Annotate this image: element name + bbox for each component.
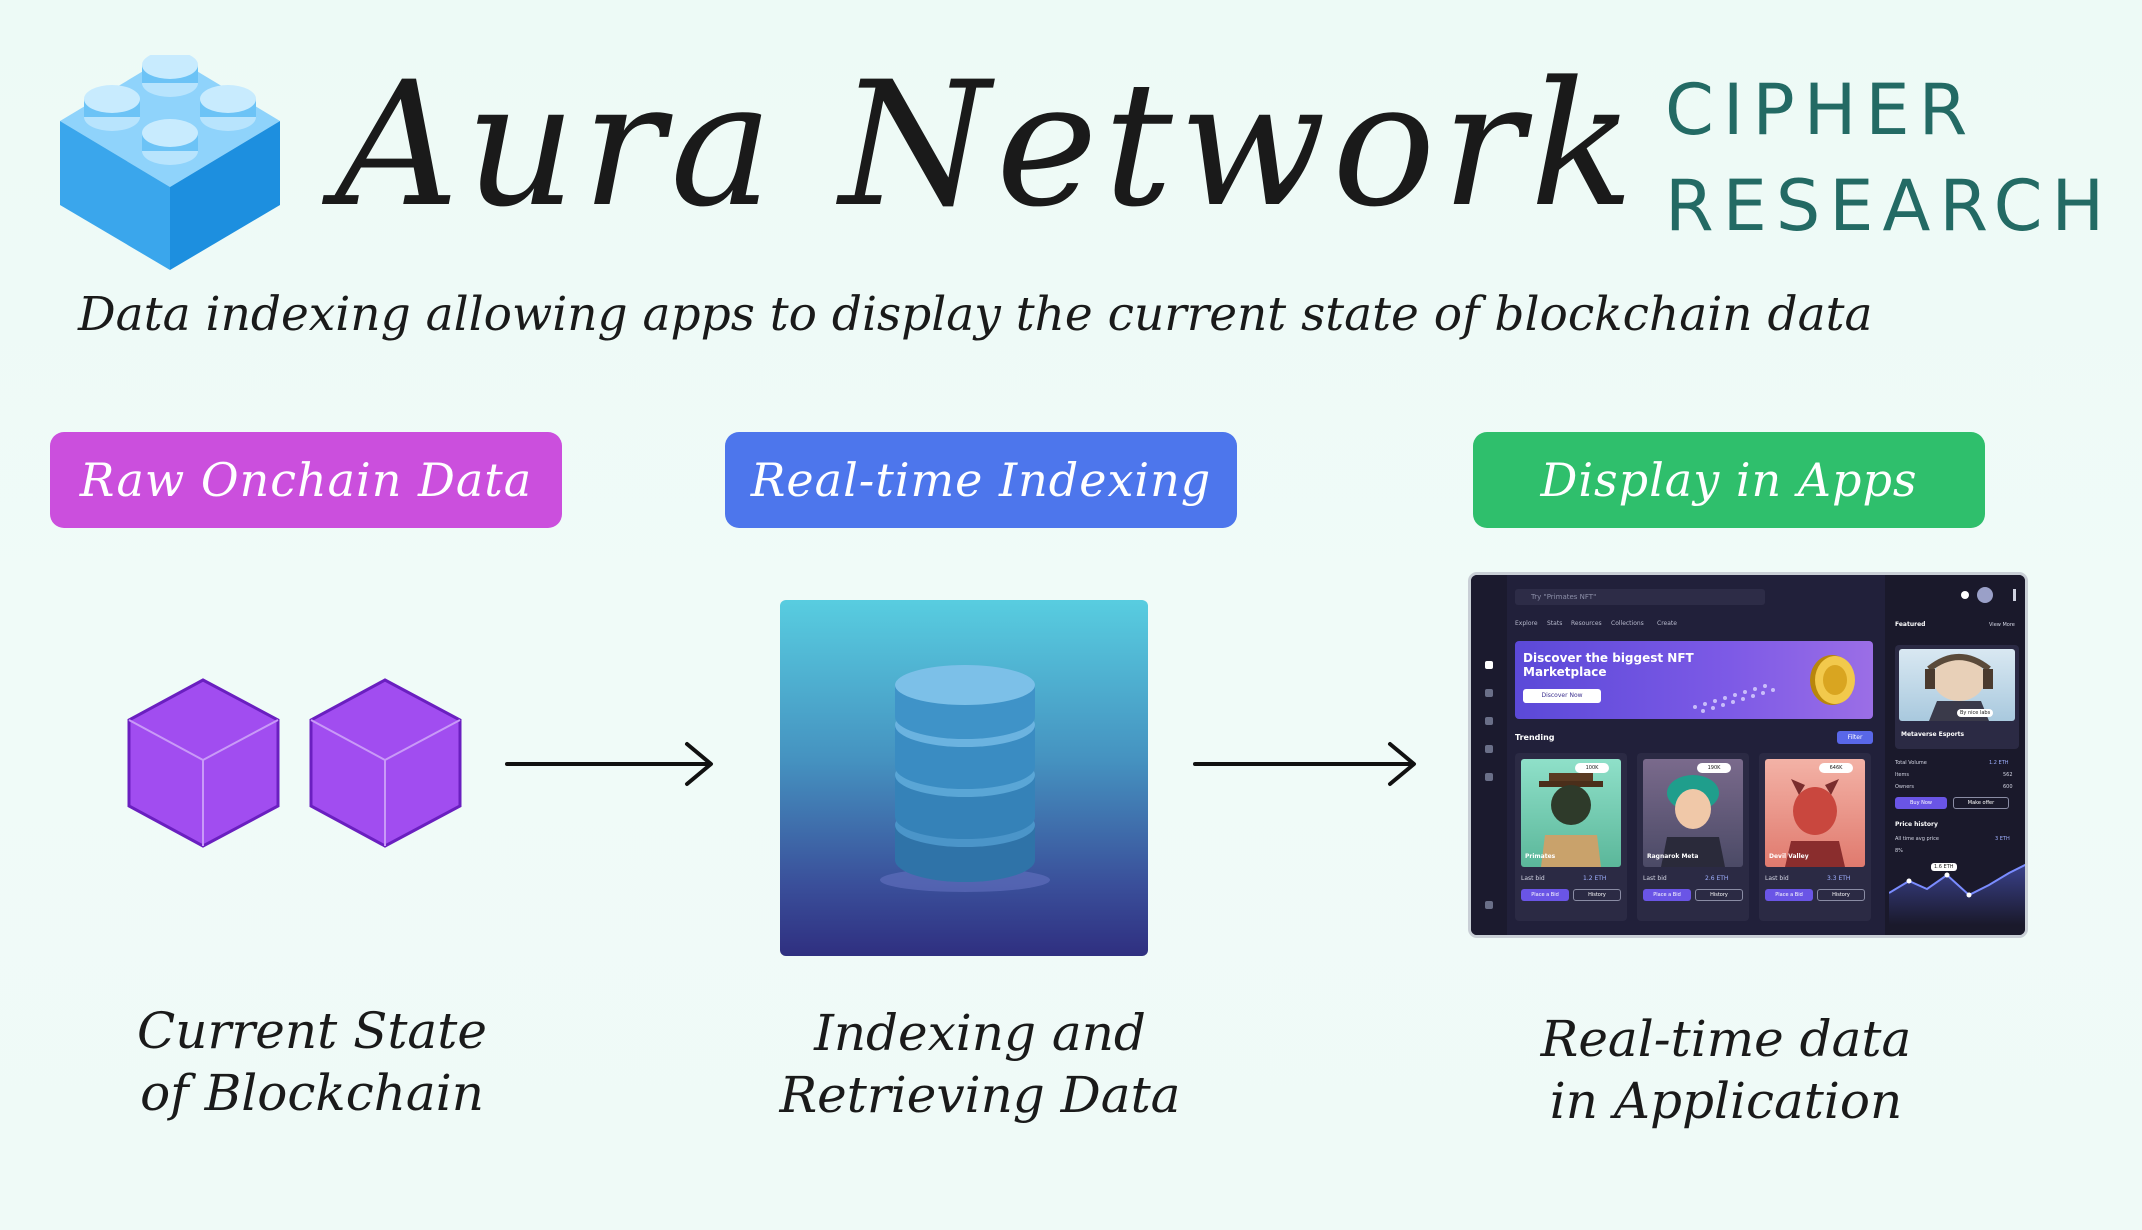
featured-creator: By nice labs bbox=[1957, 709, 1994, 717]
total-volume-value: 1.2 ETH bbox=[1989, 760, 2009, 766]
cube-icon bbox=[309, 678, 462, 848]
page-title: Aura Network bbox=[335, 44, 1641, 245]
mockup-tab-create: Create bbox=[1657, 620, 1677, 627]
avg-price-label: All time avg price bbox=[1895, 836, 1939, 842]
nft-name: Ragnarok Meta bbox=[1647, 853, 1699, 860]
nft-views-badge: 100K bbox=[1575, 763, 1609, 773]
nft-bid-label: Last bid bbox=[1521, 875, 1545, 882]
mockup-tab-collections: Collections bbox=[1611, 620, 1644, 627]
owners-value: 600 bbox=[2003, 784, 2013, 790]
caption-indexing: Indexing and Retrieving Data bbox=[700, 1002, 1260, 1126]
price-tooltip: 1.6 ETH bbox=[1931, 863, 1957, 871]
stage-pill-display-in-apps: Display in Apps bbox=[1473, 432, 1985, 528]
stage-pill-real-time-indexing: Real-time Indexing bbox=[725, 432, 1237, 528]
caption-line: of Blockchain bbox=[140, 1064, 484, 1122]
nft-card: 190K Ragnarok Meta Last bid 2.6 ETH Plac… bbox=[1637, 753, 1749, 921]
mockup-banner-title: Discover the biggest NFT Marketplace bbox=[1523, 651, 1694, 679]
owners-label: Owners bbox=[1895, 784, 1914, 790]
heart-icon bbox=[1485, 773, 1493, 781]
nft-history-button: History bbox=[1573, 889, 1621, 901]
nft-bid-label: Last bid bbox=[1765, 875, 1789, 882]
lego-brick-icon bbox=[60, 55, 280, 270]
database-icon bbox=[880, 665, 1050, 892]
items-label: Items bbox=[1895, 772, 1909, 778]
nft-views-badge: 190K bbox=[1697, 763, 1731, 773]
mockup-search-placeholder: Try "Primates NFT" bbox=[1531, 593, 1597, 601]
devil-avatar-icon bbox=[1785, 779, 1845, 867]
home-icon bbox=[1485, 661, 1493, 669]
price-history-label: Price history bbox=[1895, 821, 1938, 828]
featured-card: By nice labs Metaverse Esports bbox=[1895, 645, 2019, 749]
mockup-sidebar bbox=[1471, 575, 1507, 935]
mockup-banner: Discover the biggest NFT Marketplace Dis… bbox=[1515, 641, 1873, 719]
avatar bbox=[1977, 587, 1993, 603]
items-value: 562 bbox=[2003, 772, 2013, 778]
nft-image bbox=[1643, 759, 1743, 867]
mockup-tab-stats: Stats bbox=[1547, 620, 1563, 627]
nft-price: 3.3 ETH bbox=[1827, 875, 1851, 882]
caption-line: Current State bbox=[137, 1002, 487, 1060]
ragnarok-avatar-icon bbox=[1661, 775, 1725, 867]
featured-image bbox=[1899, 649, 2015, 721]
featured-collection-name: Metaverse Esports bbox=[1901, 731, 1965, 738]
mockup-trending-label: Trending bbox=[1515, 733, 1555, 742]
arrow-right-icon bbox=[505, 742, 713, 786]
app-mockup-screenshot: Try "Primates NFT" Explore Stats Resourc… bbox=[1468, 572, 2028, 938]
nft-image bbox=[1521, 759, 1621, 867]
database-panel bbox=[780, 600, 1148, 956]
caption-line: Retrieving Data bbox=[779, 1066, 1181, 1124]
bell-icon bbox=[1961, 591, 1969, 599]
mockup-filter-button: Filter bbox=[1837, 731, 1873, 744]
caption-line: in Application bbox=[1549, 1072, 1903, 1130]
nft-history-button: History bbox=[1695, 889, 1743, 901]
avg-price-value: 3 ETH bbox=[1995, 836, 2010, 842]
price-change: 8% bbox=[1895, 848, 1903, 854]
nft-place-bid-button: Place a Bid bbox=[1521, 889, 1569, 901]
mockup-tab-explore: Explore bbox=[1515, 620, 1538, 627]
nft-price: 2.6 ETH bbox=[1705, 875, 1729, 882]
caption-real-time-data: Real-time data in Application bbox=[1446, 1008, 2006, 1132]
nft-name: Devil Valley bbox=[1769, 853, 1809, 860]
nft-views-badge: 646K bbox=[1819, 763, 1853, 773]
nft-card: 646K Devil Valley Last bid 3.3 ETH Place… bbox=[1759, 753, 1871, 921]
more-icon bbox=[2013, 589, 2016, 601]
price-history-chart bbox=[1889, 863, 2025, 925]
caption-line: Real-time data bbox=[1540, 1010, 1912, 1068]
wallet-icon bbox=[1485, 717, 1493, 725]
nft-price: 1.2 ETH bbox=[1583, 875, 1607, 882]
buy-now-button: Buy Now bbox=[1895, 797, 1947, 809]
featured-label: Featured bbox=[1895, 621, 1926, 628]
nft-name: Primates bbox=[1525, 853, 1556, 860]
view-more-link: View More bbox=[1989, 622, 2015, 628]
caption-line: Indexing and bbox=[814, 1004, 1146, 1062]
make-offer-button: Make offer bbox=[1953, 797, 2009, 809]
mockup-featured-panel: Featured View More By nice labs Metavers… bbox=[1885, 575, 2025, 935]
brand-line-2: RESEARCH bbox=[1665, 165, 2114, 247]
nft-image bbox=[1765, 759, 1865, 867]
nft-bid-label: Last bid bbox=[1643, 875, 1667, 882]
total-volume-label: Total Volume bbox=[1895, 760, 1927, 766]
chart-icon bbox=[1485, 745, 1493, 753]
brand-name: CIPHER RESEARCH bbox=[1665, 62, 2105, 254]
stage-pill-raw-onchain-data: Raw Onchain Data bbox=[50, 432, 562, 528]
nft-place-bid-button: Place a Bid bbox=[1643, 889, 1691, 901]
primate-avatar-icon bbox=[1539, 773, 1603, 867]
nft-place-bid-button: Place a Bid bbox=[1765, 889, 1813, 901]
arrow-right-icon bbox=[1193, 742, 1416, 786]
brand-line-1: CIPHER bbox=[1665, 69, 1977, 151]
fire-icon bbox=[1485, 689, 1493, 697]
mockup-tab-resources: Resources bbox=[1571, 620, 1602, 627]
caption-current-state: Current State of Blockchain bbox=[32, 1000, 592, 1124]
page-subtitle: Data indexing allowing apps to display t… bbox=[78, 287, 1873, 342]
nft-history-button: History bbox=[1817, 889, 1865, 901]
dots-decoration-icon bbox=[1693, 684, 1775, 713]
settings-icon bbox=[1485, 901, 1493, 909]
nft-card: 100K Primates Last bid 1.2 ETH Place a B… bbox=[1515, 753, 1627, 921]
cube-icon bbox=[127, 678, 280, 848]
coin-icon bbox=[1810, 655, 1855, 705]
mockup-discover-button: Discover Now bbox=[1523, 689, 1601, 703]
mockup-search-input bbox=[1515, 589, 1765, 605]
